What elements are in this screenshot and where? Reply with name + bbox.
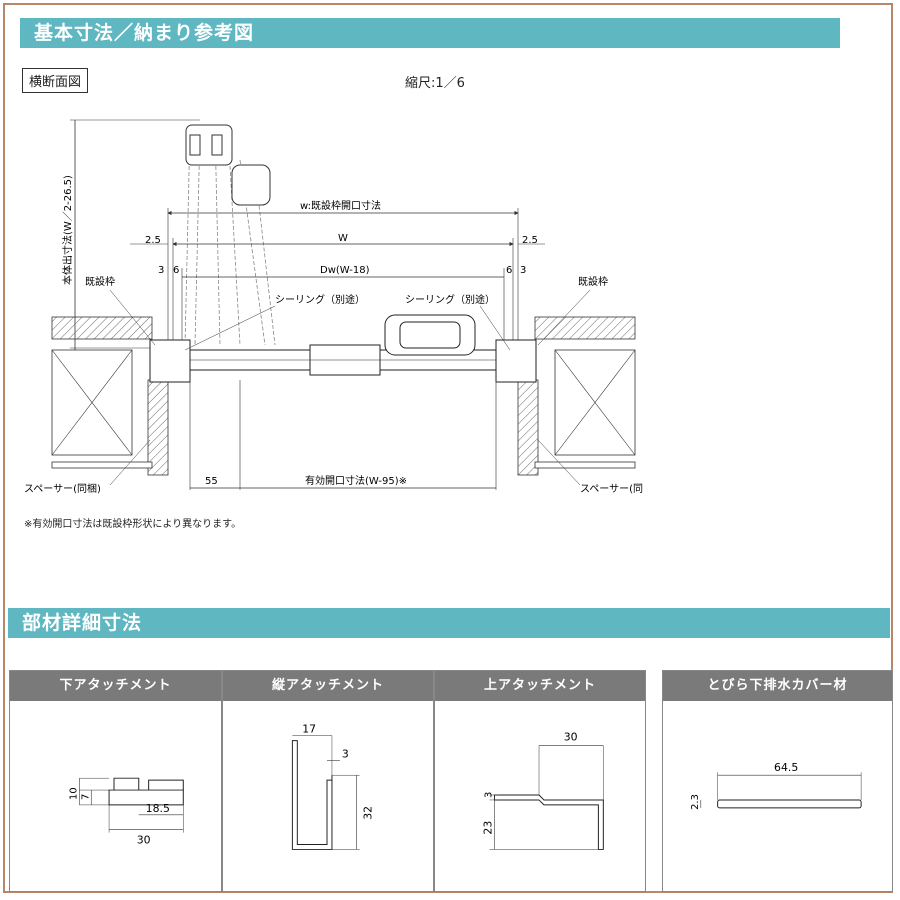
scale-label: 縮尺:1／6 — [405, 76, 465, 91]
dim-7-label: 7 — [80, 794, 91, 800]
spacer-right-label: スペーサー(同 — [580, 483, 643, 495]
dim-3-label: 3 — [342, 747, 349, 760]
section1-banner: 基本寸法／納まり参考図 — [20, 18, 840, 48]
right-3-label: 3 — [520, 265, 526, 276]
effective-label: 有効開口寸法(W-95)※ — [305, 474, 407, 487]
panel-title: 上アタッチメント — [435, 671, 645, 701]
right-25-label: 2.5 — [522, 235, 538, 246]
dim-55-label: 55 — [205, 476, 218, 487]
panel-title: 下アタッチメント — [10, 671, 221, 701]
panel-lower-attachment: 下アタッチメント 10 7 18.5 30 — [9, 670, 222, 892]
panel-title: 縦アタッチメント — [223, 671, 433, 701]
dim-23-label: 23 — [482, 821, 495, 835]
left-6-label: 6 — [173, 265, 179, 276]
panel-title: とびら下排水カバー材 — [663, 671, 892, 701]
vertical-attachment-drawing: 17 3 32 — [291, 723, 375, 850]
right-6-label: 6 — [506, 265, 512, 276]
plan-section-drawing: 本体出寸法(W／2-26.5) 32 w:既設枠開口寸法 2.5 2.5 W 3… — [24, 119, 643, 495]
outer-frame — [3, 3, 893, 893]
view-label: 横断面図 — [22, 68, 89, 93]
panel-drain-cover: とびら下排水カバー材 64.5 2.3 — [662, 670, 893, 892]
lower-attachment-drawing: 10 7 18.5 30 — [68, 777, 184, 847]
w-opening-label: w:既設枠開口寸法 — [300, 199, 381, 212]
sealing-right-label: シーリング（別途） — [405, 293, 495, 306]
left-frame-label: 既設枠 — [85, 275, 115, 288]
sealing-left-label: シーリング（別途） — [275, 293, 365, 306]
panel-vertical-attachment: 縦アタッチメント 17 3 32 — [222, 670, 434, 892]
panel-upper-attachment: 上アタッチメント 30 3 23 — [434, 670, 646, 892]
dim-17-label: 17 — [302, 723, 316, 736]
side-dim-label: 本体出寸法(W／2-26.5) — [61, 175, 74, 285]
spacer-left-label: スペーサー(同梱) — [24, 482, 101, 495]
right-frame-label: 既設枠 — [578, 275, 608, 288]
dw-label: Dw(W-18) — [320, 265, 370, 276]
dim-10-label: 10 — [68, 787, 79, 800]
dim-32-label: 32 — [362, 806, 375, 820]
drain-cover-drawing: 64.5 2.3 — [690, 761, 862, 810]
w-label: W — [338, 233, 348, 244]
left-3-label: 3 — [158, 265, 164, 276]
left-25-label: 2.5 — [145, 235, 161, 246]
dim-30-label: 30 — [564, 731, 578, 744]
footnote: ※有効開口寸法は既設枠形状により異なります。 — [24, 519, 242, 530]
dim-185-label: 18.5 — [146, 802, 170, 815]
upper-attachment-drawing: 30 3 23 — [482, 731, 604, 850]
dim-3-label: 3 — [484, 792, 495, 798]
dim-645-label: 64.5 — [774, 761, 798, 774]
section2-banner: 部材詳細寸法 — [8, 608, 890, 638]
dim-30-label: 30 — [137, 834, 151, 847]
dim-23-label: 2.3 — [690, 794, 701, 810]
